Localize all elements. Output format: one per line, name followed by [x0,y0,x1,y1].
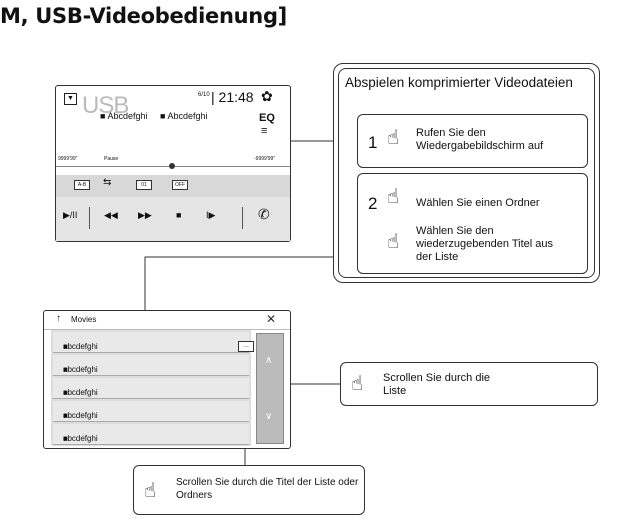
step-text: Wählen Sie den wiederzugebenden Titel au… [416,225,553,263]
eq-button[interactable]: EQ [259,112,275,124]
elapsed-time: 9999'99" [58,156,78,162]
status-text: Pause [104,156,119,162]
file-icon: ■ [63,411,68,420]
track-number: 6/10 [198,92,210,98]
step-number: 2 [368,194,378,213]
phone-icon[interactable]: ✆ [258,206,270,222]
dropdown-icon[interactable]: ▼ [64,93,77,105]
step-1: 1 ☝ Rufen Sie den Wiedergabebildschirm a… [357,114,588,168]
track-name: ■ Abcdefghi [160,111,208,121]
file-icon: ■ [63,388,68,397]
more-icon[interactable]: … [238,341,254,352]
movies-list-screen: ↑ Movies ✕ ■ abcdefghi ■ abcdefghi ■ abc… [43,310,291,449]
forward-icon[interactable]: ▶▶ [138,210,152,220]
slow-icon[interactable]: I▶ [206,210,216,220]
folder-name: ■ Abcdefghi [100,111,148,121]
step-text: Wählen Sie einen Ordner [416,197,540,209]
list-item[interactable]: ■ abcdefghi [53,378,249,399]
scroll-up-icon[interactable]: ∧ [265,355,273,366]
touch-hand-icon: ☝ [387,186,400,208]
divider [89,207,90,229]
scrollbar[interactable] [256,333,284,444]
file-icon: ■ [160,111,168,121]
ab-repeat-button[interactable]: A-B [74,180,90,190]
step-number: 1 [368,133,378,152]
touch-hand-icon: ☝ [387,127,400,149]
usb-video-player-screen: ▼ USB ■ Abcdefghi ■ Abcdefghi 6/10 | 21:… [55,85,291,242]
play-pause-icon[interactable]: ▶/II [63,210,78,220]
step-text: Rufen Sie den Wiedergabebildschirm auf [416,127,544,152]
titles-callout: ☝ Scrollen Sie durch die Titel der Liste… [133,465,365,515]
source-label: USB [82,92,129,119]
folder-icon: ■ [100,111,108,121]
file-icon: ■ [63,342,68,351]
clock: | 21:48 [211,89,254,105]
back-arrow-icon[interactable]: ↑ [56,313,61,324]
rewind-icon[interactable]: ◀◀ [104,210,118,220]
touch-hand-icon: ☝ [351,373,364,395]
instructions-inner [338,68,595,278]
settings-icon[interactable]: ✿ [261,88,273,104]
file-icon: ■ [63,365,68,374]
touch-hand-icon: ☝ [387,231,400,253]
remaining-time: -9999'99" [254,156,276,162]
file-icon: ■ [63,434,68,443]
list-item[interactable]: ■ abcdefghi [53,355,249,376]
off-button[interactable]: OFF [172,180,188,190]
stop-icon[interactable]: ■ [176,210,182,220]
menu-icon[interactable]: ≡ [261,125,268,137]
number-button[interactable]: 01 [136,180,152,190]
scroll-callout: ☝ Scrollen Sie durch die Liste [340,362,598,406]
list-title: Movies [71,315,97,324]
progress-knob[interactable] [169,163,175,169]
repeat-icon[interactable]: ⇆ [103,177,112,188]
page-heading: M, USB-Videobedienung] [0,4,287,28]
instructions-title: Abspielen komprimierter Videodateien [345,75,573,90]
list-item[interactable]: ■ abcdefghi [53,401,249,422]
titles-callout-text: Scrollen Sie durch die Titel der Liste o… [176,477,359,501]
step-2: 2 ☝ Wählen Sie einen Ordner ☝ Wählen Sie… [357,173,588,274]
touch-hand-icon: ☝ [144,480,157,502]
mode-bar: A-B ⇆ 01 OFF [56,175,290,197]
list-item[interactable]: ■ abcdefghi [53,332,249,353]
scroll-down-icon[interactable]: ∨ [265,411,273,422]
close-icon[interactable]: ✕ [266,312,277,326]
list-item[interactable]: ■ abcdefghi [53,424,249,445]
divider [242,207,243,229]
control-bar: ▶/II ◀◀ ▶▶ ■ I▶ ✆ [56,197,290,241]
list-rows: ■ abcdefghi ■ abcdefghi ■ abcdefghi ■ ab… [51,330,251,446]
scroll-callout-text: Scrollen Sie durch die Liste [383,372,491,397]
list-header: ↑ Movies ✕ [44,311,290,330]
